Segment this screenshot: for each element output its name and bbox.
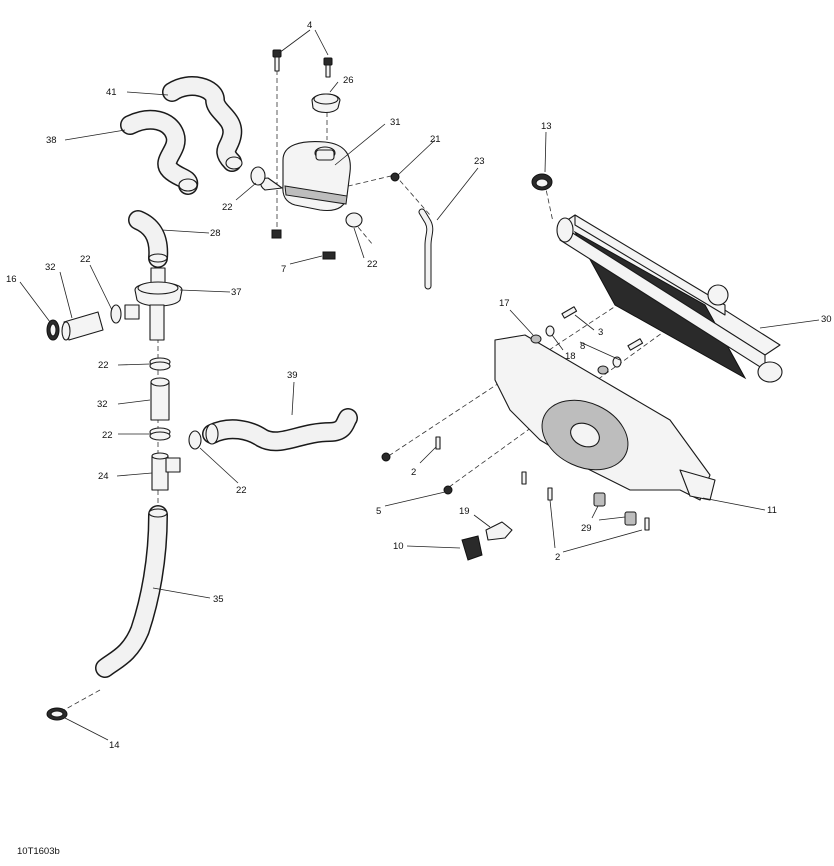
clamp-22-stack-top — [149, 357, 171, 371]
callout-17: 17 — [499, 298, 510, 309]
clamp-22-stack-bottom — [149, 427, 171, 441]
hose-38-41 — [120, 76, 243, 195]
nuts-5 — [381, 452, 453, 495]
callout-8: 8 — [580, 341, 585, 352]
radiator-30 — [556, 214, 783, 383]
callout-19: 19 — [459, 506, 470, 517]
tank-cap-26 — [311, 93, 341, 114]
tee-24 — [151, 452, 181, 491]
hose-32-left — [61, 311, 104, 341]
figure-code: 10T1603b — [17, 846, 60, 857]
hose-32-vertical — [150, 377, 170, 421]
thermostat-housing-37 — [124, 267, 183, 341]
callout-5: 5 — [376, 506, 381, 517]
clamp-14 — [46, 707, 68, 721]
callout-35: 35 — [213, 594, 224, 605]
hose-28 — [128, 210, 169, 268]
callout-14: 14 — [109, 740, 120, 751]
bracket-19 — [485, 521, 513, 541]
expansion-tank-31 — [260, 141, 351, 212]
callout-22-left: 22 — [80, 254, 91, 265]
callout-2-bottom: 2 — [555, 552, 560, 563]
callout-32-left: 32 — [45, 262, 56, 273]
callout-24: 24 — [98, 471, 109, 482]
clamp-13 — [531, 173, 553, 191]
callout-labels: 4 26 41 31 38 21 23 13 22 28 22 7 16 32 … — [6, 20, 832, 751]
fitting-21 — [390, 172, 400, 182]
callout-29: 29 — [581, 523, 592, 534]
callout-10: 10 — [393, 541, 404, 552]
callout-22-tank-left: 22 — [222, 202, 233, 213]
callout-31: 31 — [390, 117, 401, 128]
clamp-22-left — [110, 304, 122, 324]
callout-7: 7 — [281, 264, 286, 275]
clip-10 — [461, 535, 483, 561]
hose-35 — [95, 505, 168, 678]
callout-3: 3 — [598, 327, 603, 338]
clamp-22-right — [188, 430, 202, 450]
callout-32-vertical: 32 — [97, 399, 108, 410]
callout-13: 13 — [541, 121, 552, 132]
callout-18: 18 — [565, 351, 576, 362]
hose-23 — [418, 208, 434, 290]
callout-2-top: 2 — [411, 467, 416, 478]
callout-28: 28 — [210, 228, 221, 239]
callout-4: 4 — [307, 20, 312, 31]
callout-22-right: 22 — [236, 485, 247, 496]
bolts-2 — [435, 436, 650, 531]
nuts-7 — [271, 229, 336, 260]
bolts-4 — [272, 49, 333, 78]
fan-shroud-11 — [494, 334, 716, 501]
callout-37: 37 — [231, 287, 242, 298]
callout-39: 39 — [287, 370, 298, 381]
callout-22-tank-right: 22 — [367, 259, 378, 270]
callout-22-stack-bottom: 22 — [102, 430, 113, 441]
callout-16: 16 — [6, 274, 17, 285]
callout-30: 30 — [821, 314, 832, 325]
callout-23: 23 — [474, 156, 485, 167]
clamps-22-tank — [250, 166, 363, 228]
callout-leader-lines — [19, 29, 820, 741]
callout-41: 41 — [106, 87, 117, 98]
callout-21: 21 — [430, 134, 441, 145]
grommets-29 — [593, 492, 637, 526]
hose-39 — [202, 408, 358, 452]
callout-22-stack-top: 22 — [98, 360, 109, 371]
clamp-16 — [46, 319, 60, 341]
callout-11: 11 — [767, 505, 777, 516]
callout-38: 38 — [46, 135, 57, 146]
callout-26: 26 — [343, 75, 354, 86]
